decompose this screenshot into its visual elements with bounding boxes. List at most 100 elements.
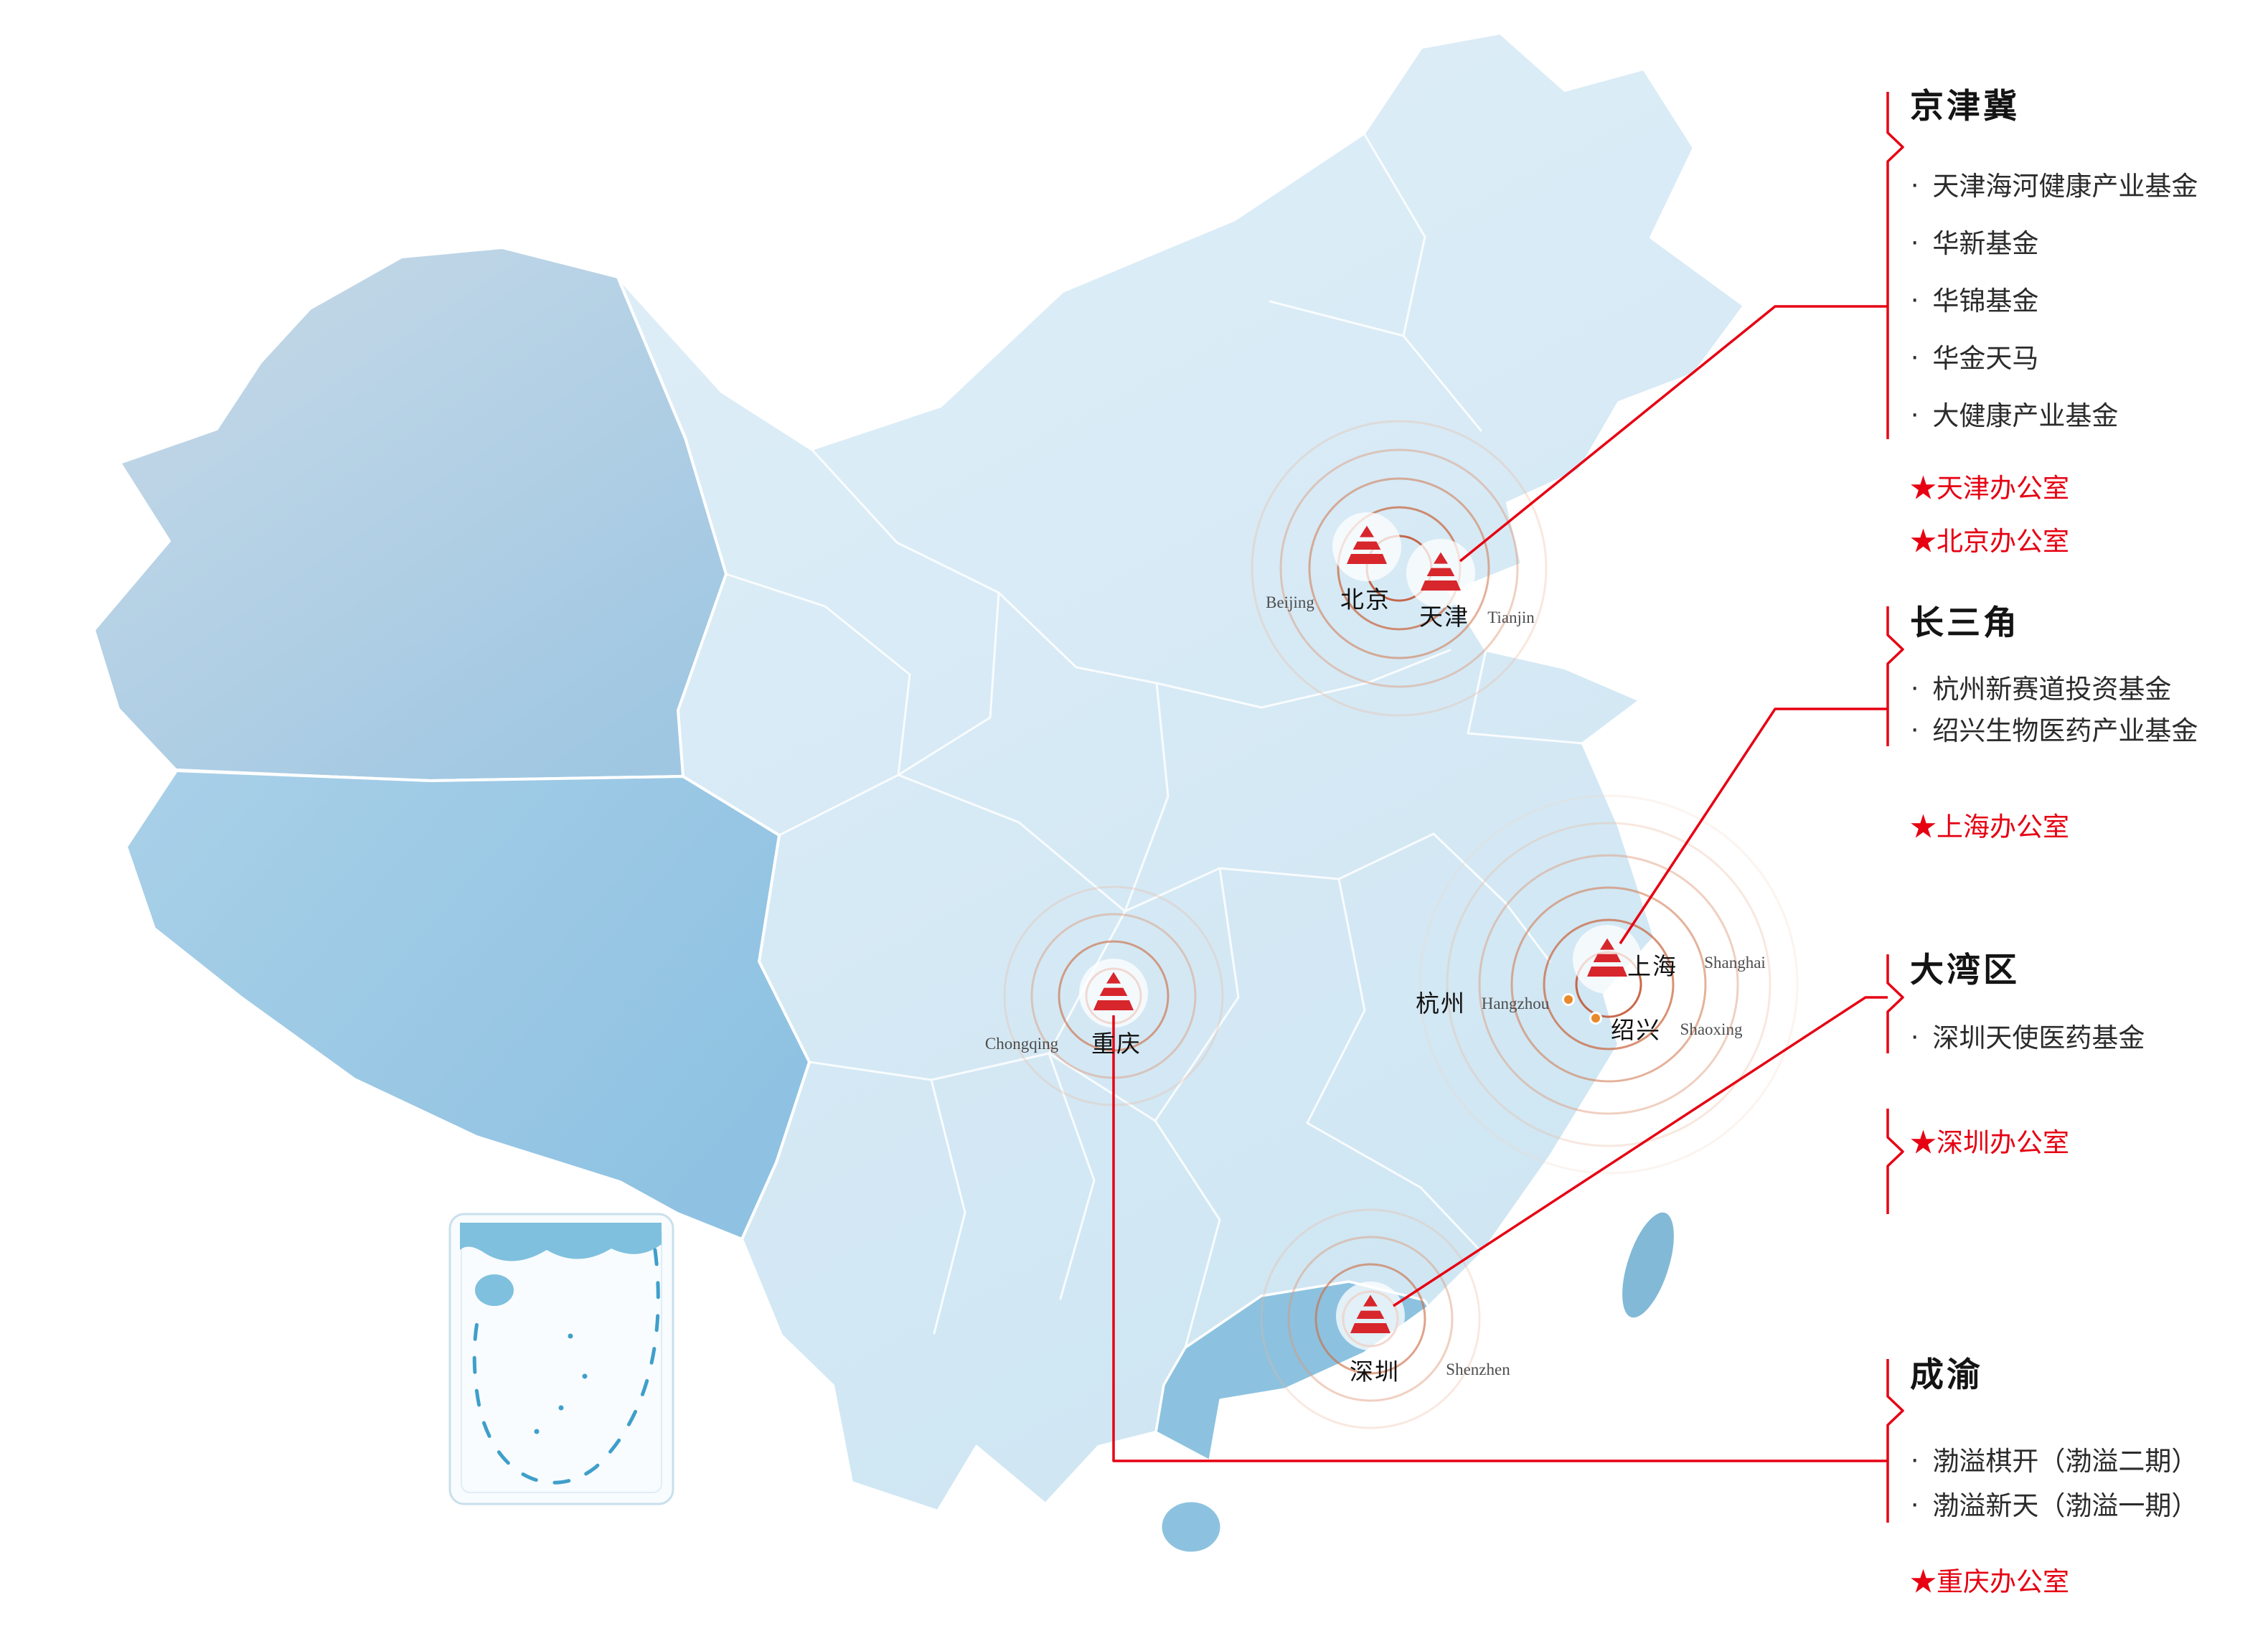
connector-chongqing [1112,1015,1888,1462]
region-title: 大湾区 [1910,951,2020,989]
inset-hainan [475,1274,514,1306]
region-title: 长三角 [1910,603,2020,641]
connector-shenzhen [1393,996,1888,1307]
fund-name: 绍兴生物医药产业基金 [1932,716,2198,746]
fund-name: 华锦基金 [1932,286,2039,316]
company-logo-icon [1418,550,1464,596]
office-item: ★深圳办公室 [1910,1128,2069,1157]
office-list: ★上海办公室 [1910,809,2266,845]
fund-list: · 杭州新赛道投资基金 ·绍兴生物医药产业基金 [1910,666,2266,749]
region-section-chengyu: 成渝 · 渤溢棋开（渤溢二期） · 渤溢新天（渤溢一期） ★重庆办公室 [1910,1353,2266,1600]
city-label-tianjin-en: Tianjin [1487,608,1535,626]
map-marker-shenzhen [1347,1293,1393,1339]
company-logo-icon [1344,524,1390,570]
connector-lines [1112,305,1888,1462]
nine-dash-line [472,1248,660,1485]
inset-coastline [460,1223,662,1261]
fund-name: 华金天马 [1932,344,2039,373]
fund-name: 渤溢新天（渤溢一期） [1932,1491,2198,1520]
fund-item: · 华金天马 [1910,327,2266,385]
office-item: ★天津办公室 [1910,474,2069,503]
south-china-sea-inset [448,1213,674,1505]
city-label-shaoxing-zh: 绍兴 [1611,1017,1661,1043]
ripple-shanghai [1418,794,1799,1175]
map-marker-shanghai [1584,936,1630,982]
guide-dawanqu-office [1886,1109,1904,1214]
taiwan-island [1620,1210,1676,1320]
fund-name: 天津海河健康产业基金 [1932,171,2198,201]
office-item: ★重庆办公室 [1910,1567,2069,1597]
bullet-icon: · [1910,1020,1920,1051]
region-section-changsanjiao: 长三角 · 杭州新赛道投资基金 ·绍兴生物医药产业基金 ★上海办公室 [1910,601,2266,845]
fund-name: 华新基金 [1932,229,2039,258]
map-marker-chongqing [1091,970,1137,1016]
company-logo-icon [1584,936,1630,982]
fund-item: · 大健康产业基金 [1910,385,2266,442]
bullet-icon: · [1910,1487,1920,1519]
city-label-tianjin-zh: 天津 [1419,603,1469,630]
city-label-shanghai-zh: 上海 [1627,953,1678,979]
fund-item: · 杭州新赛道投资基金 [1910,666,2266,707]
office-item: ★上海办公室 [1910,812,2069,842]
fund-name: 大健康产业基金 [1932,401,2119,431]
bullet-icon: · [1910,340,1920,372]
guide-dawanqu [1886,954,1904,1053]
guide-changsanjiao [1886,606,1904,746]
fund-item: · 深圳天使医药基金 [1910,1015,2266,1056]
bullet-icon: · [1910,1443,1920,1475]
guide-jingjinji [1886,92,1904,439]
bullet-icon: · [1910,671,1920,702]
city-dot-hangzhou [1562,993,1575,1006]
company-logo-icon [1347,1293,1393,1339]
bullet-icon: · [1910,168,1920,199]
city-label-chongqing-en: Chongqing [984,1035,1059,1053]
city-label-shenzhen-en: Shenzhen [1446,1360,1510,1378]
fund-name: 杭州新赛道投资基金 [1932,674,2172,704]
bullet-icon: · [1910,398,1920,429]
region-section-dawanqu: 大湾区 · 深圳天使医药基金 ★深圳办公室 [1910,949,2266,1161]
inset-islands [534,1333,588,1434]
fund-list: · 天津海河健康产业基金 · 华新基金 · 华锦基金 · 华金天马 · 大健康产业基金 [1910,155,2266,442]
region-title: 成渝 [1910,1355,1983,1393]
fund-item: · 华新基金 [1910,212,2266,270]
connector-tianjin [1459,305,1888,563]
city-label-hangzhou-zh: 杭州 [1416,990,1466,1017]
region-xinjiang [93,246,728,782]
section-guides [1886,92,1904,1523]
city-label-beijing-zh: 北京 [1340,586,1391,613]
province-borders [169,132,1584,1349]
region-tibet [125,769,811,1241]
region-section-jingjinji: 京津冀 · 天津海河健康产业基金 · 华新基金 · 华锦基金 · 华金天马 · 大健康产业… [1910,85,2266,568]
city-label-shanghai-en: Shanghai [1704,954,1766,972]
fund-item: · 华锦基金 [1910,270,2266,327]
city-label-shaoxing-en: Shaoxing [1680,1020,1743,1038]
city-dot-shaoxing [1589,1012,1602,1025]
office-list: ★天津办公室 ★北京办公室 [1910,462,2266,568]
fund-item: ·绍兴生物医药产业基金 [1910,707,2266,749]
office-list: ★深圳办公室 [1910,1125,2266,1161]
bullet-icon: · [1910,283,1920,314]
office-list: ★重庆办公室 [1910,1564,2266,1600]
fund-name: 渤溢棋开（渤溢二期） [1932,1447,2198,1476]
fund-list: · 渤溢棋开（渤溢二期） · 渤溢新天（渤溢一期） [1910,1437,2266,1525]
connector-shanghai [1619,707,1888,944]
map-marker-tianjin [1418,550,1464,596]
fund-item: · 天津海河健康产业基金 [1910,155,2266,212]
fund-item: · 渤溢棋开（渤溢二期） [1910,1437,2266,1481]
city-label-hangzhou-en: Hangzhou [1481,995,1550,1012]
fund-name: 深圳天使医药基金 [1932,1023,2145,1053]
city-label-beijing-en: Beijing [1266,593,1314,611]
guide-chengyu [1886,1359,1904,1523]
bullet-icon: · [1910,225,1920,257]
fund-item: · 渤溢新天（渤溢一期） [1910,1481,2266,1525]
city-label-shenzhen-zh: 深圳 [1350,1358,1400,1385]
company-logo-icon [1091,970,1137,1016]
fund-list: · 深圳天使医药基金 [1910,1015,2266,1056]
city-label-chongqing-zh: 重庆 [1091,1030,1142,1057]
region-title: 京津冀 [1910,87,2020,125]
hainan-island [1159,1500,1223,1554]
map-marker-beijing [1344,524,1390,570]
office-item: ★北京办公室 [1910,527,2069,556]
